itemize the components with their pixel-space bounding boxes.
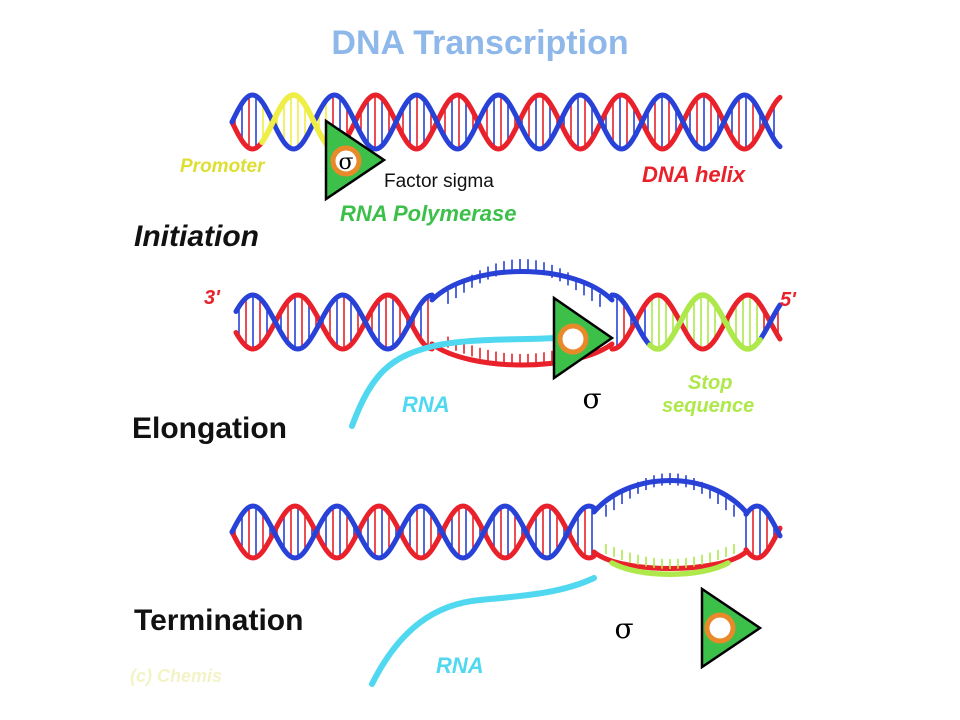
bubble-coding-strand — [429, 269, 615, 303]
three-prime-label: 3' — [204, 287, 221, 309]
rna-label-termination: RNA — [436, 653, 484, 678]
rna-strand-elongation — [349, 335, 559, 429]
highlighted-strand-segment — [647, 292, 763, 352]
bubble-coding-strand — [591, 478, 749, 515]
sigma-factor-icon — [330, 145, 362, 177]
stage-termination: Termination — [134, 604, 303, 637]
rna-polymerase-label: RNA Polymerase — [340, 201, 516, 226]
bubble-template-strand — [429, 341, 615, 368]
sigma-released-termination: σ — [614, 612, 633, 645]
stage-elongation: Elongation — [132, 412, 287, 445]
dna-strand-red — [229, 503, 783, 561]
dna-helix-label: DNA helix — [642, 162, 746, 187]
rna-polymerase-initiation: σ — [324, 118, 387, 202]
stop-label: Stop — [688, 372, 732, 394]
dna-strand-blue — [229, 503, 783, 561]
rna-label-elongation: RNA — [402, 392, 450, 417]
promoter-label: Promoter — [180, 156, 266, 177]
polymerase-core-icon — [704, 612, 736, 644]
dna-strand-red — [233, 292, 783, 352]
dna-strand-blue — [229, 92, 783, 152]
rna-polymerase-elongation — [552, 295, 615, 381]
dna-helix-termination — [229, 473, 783, 577]
copyright-label: (c) Chemis — [130, 666, 222, 686]
sigma-symbol: σ — [338, 150, 353, 175]
rna-polymerase-released — [700, 586, 763, 670]
sigma-released-elongation: σ — [582, 382, 601, 415]
dna-helix-elongation — [233, 259, 783, 368]
dna-helix-initiation — [229, 92, 783, 152]
sequence-label: sequence — [662, 395, 754, 417]
stage-initiation: Initiation — [134, 220, 259, 253]
page-title: DNA Transcription — [331, 24, 628, 62]
polymerase-core-icon — [557, 323, 589, 355]
rna-strand-termination — [369, 575, 597, 687]
five-prime-label: 5' — [780, 289, 797, 311]
factor-sigma-label: Factor sigma — [384, 171, 494, 192]
highlighted-strand-segment — [259, 92, 329, 147]
stop-sequence-segment — [609, 560, 731, 577]
